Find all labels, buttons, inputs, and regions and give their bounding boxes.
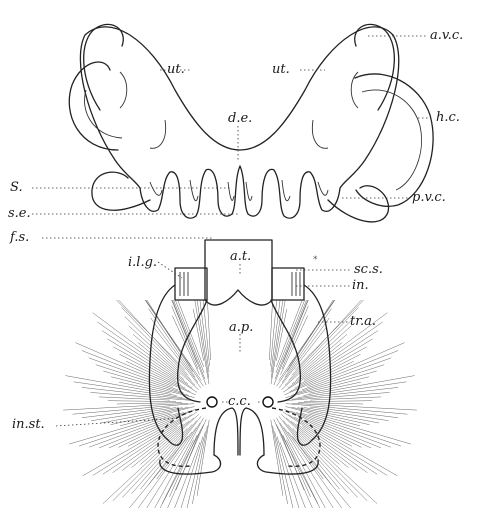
right-anterior-canal bbox=[355, 24, 395, 110]
fibre-ray bbox=[91, 408, 176, 421]
fibre-ray bbox=[298, 403, 363, 404]
fibre-ray bbox=[113, 426, 178, 472]
fibre-ray bbox=[207, 300, 210, 360]
fibre-ray bbox=[279, 300, 335, 381]
fibre-ray bbox=[119, 382, 171, 393]
fibre-ray bbox=[281, 326, 351, 390]
fibre-ray bbox=[108, 401, 176, 402]
label-pvc: p.v.c. bbox=[412, 191, 446, 205]
label-ut-right: ut. bbox=[272, 63, 290, 77]
label-in: in. bbox=[352, 279, 369, 293]
label-fs: f.s. bbox=[10, 231, 29, 245]
fibre-ray bbox=[296, 343, 342, 380]
fibre-ray bbox=[99, 397, 170, 400]
fibre-ray bbox=[181, 437, 203, 508]
left-horizontal-canal bbox=[69, 62, 118, 150]
left-anterior-canal bbox=[84, 24, 124, 110]
right-ganglion-block bbox=[272, 268, 304, 300]
fibre-ray bbox=[286, 377, 369, 398]
label-de: d.e. bbox=[228, 112, 252, 126]
label-ut-left: ut. bbox=[167, 63, 185, 77]
label-tra: tr.a. bbox=[350, 315, 376, 329]
fibre-ray bbox=[269, 300, 272, 360]
fibre-ray bbox=[303, 376, 414, 396]
fibre-ray bbox=[295, 354, 361, 388]
label-hc: h.c. bbox=[436, 111, 460, 125]
central-notch bbox=[214, 408, 264, 455]
fibre-ray bbox=[120, 407, 195, 426]
fibre-ray bbox=[310, 397, 381, 400]
label-se: s.e. bbox=[8, 207, 31, 221]
fibre-ray bbox=[79, 413, 178, 446]
fibre-ray bbox=[126, 361, 190, 391]
fibre-ray bbox=[288, 425, 349, 494]
fibre-ray bbox=[145, 300, 201, 381]
fibre-ray bbox=[63, 403, 188, 410]
fibre-ray bbox=[192, 426, 207, 505]
fibre-ray bbox=[117, 403, 182, 404]
fibre-ray bbox=[302, 426, 367, 472]
fibre-ray bbox=[300, 419, 352, 447]
fibre-ray bbox=[292, 403, 417, 410]
fibre-ray bbox=[285, 343, 405, 395]
fibre-ray bbox=[302, 413, 401, 446]
fibre-ray bbox=[145, 300, 203, 386]
left-cc-circle bbox=[207, 397, 217, 407]
fibre-ray bbox=[138, 343, 184, 380]
fibre-ray bbox=[65, 376, 176, 396]
fibre-ray bbox=[128, 419, 180, 447]
fibre-ray bbox=[151, 318, 198, 383]
fibre-ray bbox=[282, 318, 329, 383]
label-scs: sc.s. bbox=[354, 263, 383, 277]
fibre-ray bbox=[120, 354, 186, 388]
fibre-ray bbox=[309, 382, 361, 393]
label-S: S. bbox=[10, 181, 23, 195]
left-canal-inner bbox=[85, 90, 123, 138]
label-ilg: i.l.g. bbox=[128, 256, 157, 270]
label-instn: in.st. bbox=[12, 418, 45, 432]
fibre-ray bbox=[118, 420, 174, 447]
fibre-ray bbox=[279, 327, 326, 388]
left-posterior-canal bbox=[92, 172, 150, 210]
asterisk-marker: * bbox=[313, 255, 318, 265]
fibre-ray bbox=[285, 407, 360, 426]
fibre-ray bbox=[277, 300, 335, 386]
right-posterior-canal bbox=[328, 186, 389, 222]
label-at: a.t. bbox=[230, 250, 251, 264]
fibre-ray bbox=[304, 408, 389, 421]
label-avc: a.v.c. bbox=[430, 29, 463, 43]
fibre-ray bbox=[132, 425, 193, 494]
label-cc: c.c. bbox=[228, 395, 251, 409]
right-cc-circle bbox=[263, 397, 273, 407]
label-ap: a.p. bbox=[229, 321, 253, 335]
leader-lines bbox=[32, 36, 434, 426]
fibre-ray bbox=[275, 300, 306, 379]
fibre-ray bbox=[306, 420, 362, 447]
fibre-ray bbox=[273, 426, 288, 505]
fibre-ray bbox=[304, 401, 372, 402]
fibre-ray bbox=[277, 437, 299, 508]
